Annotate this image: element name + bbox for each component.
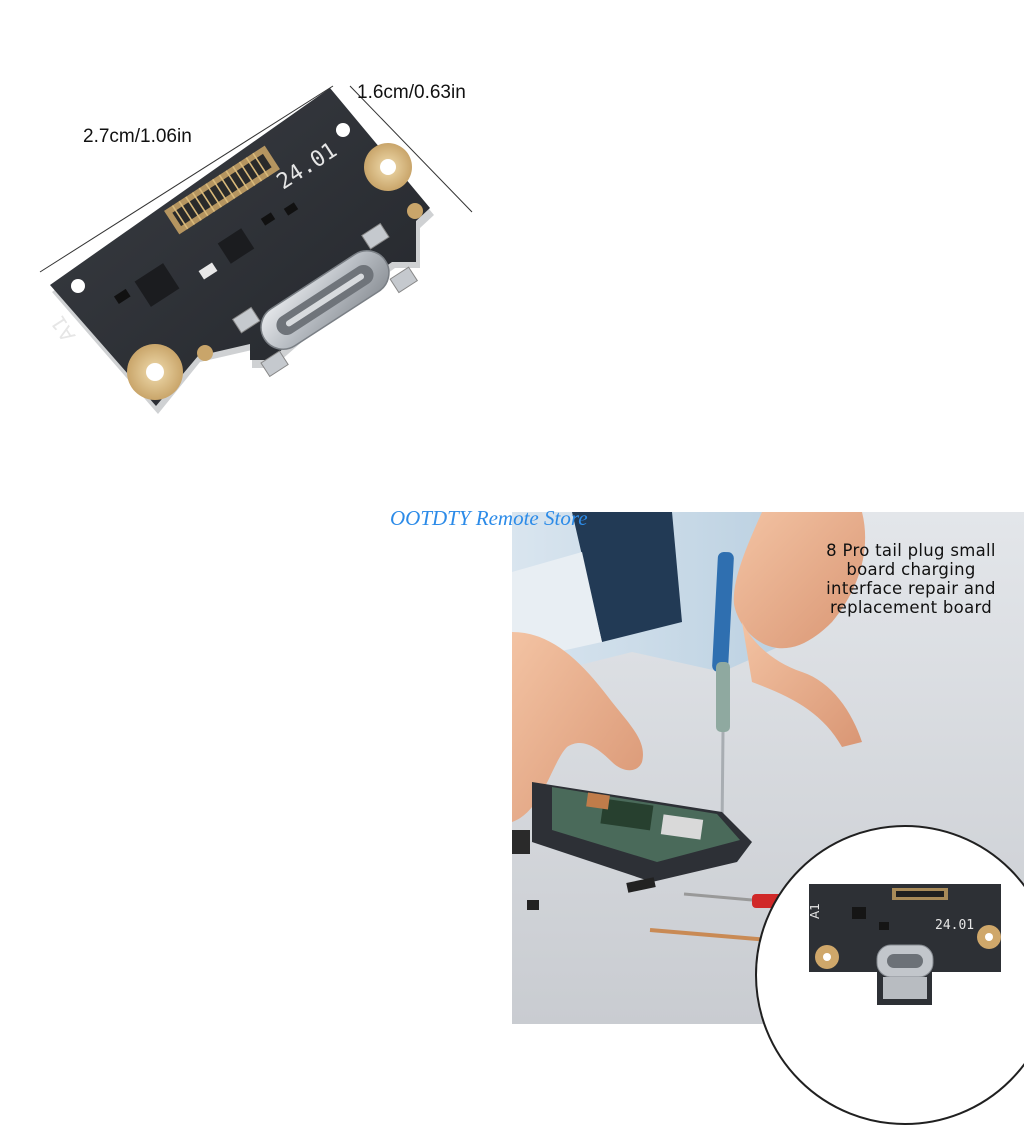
product-photo: 24.01 A1 [0,0,520,440]
charging-board-illustration: 24.01 A1 [39,85,473,414]
caption-line: interface repair and [826,579,996,598]
caption-line: 8 Pro tail plug small [826,541,996,560]
inset-board-marking-code: 24.01 [935,918,974,933]
inset-board-marking-label: A1 [808,903,822,919]
height-dimension-label: 1.6cm/0.63in [357,82,466,103]
width-dimension-label: 2.7cm/1.06in [83,126,192,147]
inset-board-illustration: 24.01 A1 [808,884,1001,1005]
caption-line: replacement board [829,598,993,617]
store-watermark: OOTDTY Remote Store [390,506,588,530]
product-caption: 8 Pro tail plug small board charging int… [800,541,1022,617]
height-dimension-line [349,85,473,213]
caption-line: board charging [846,560,976,579]
width-dimension-line [39,85,334,273]
